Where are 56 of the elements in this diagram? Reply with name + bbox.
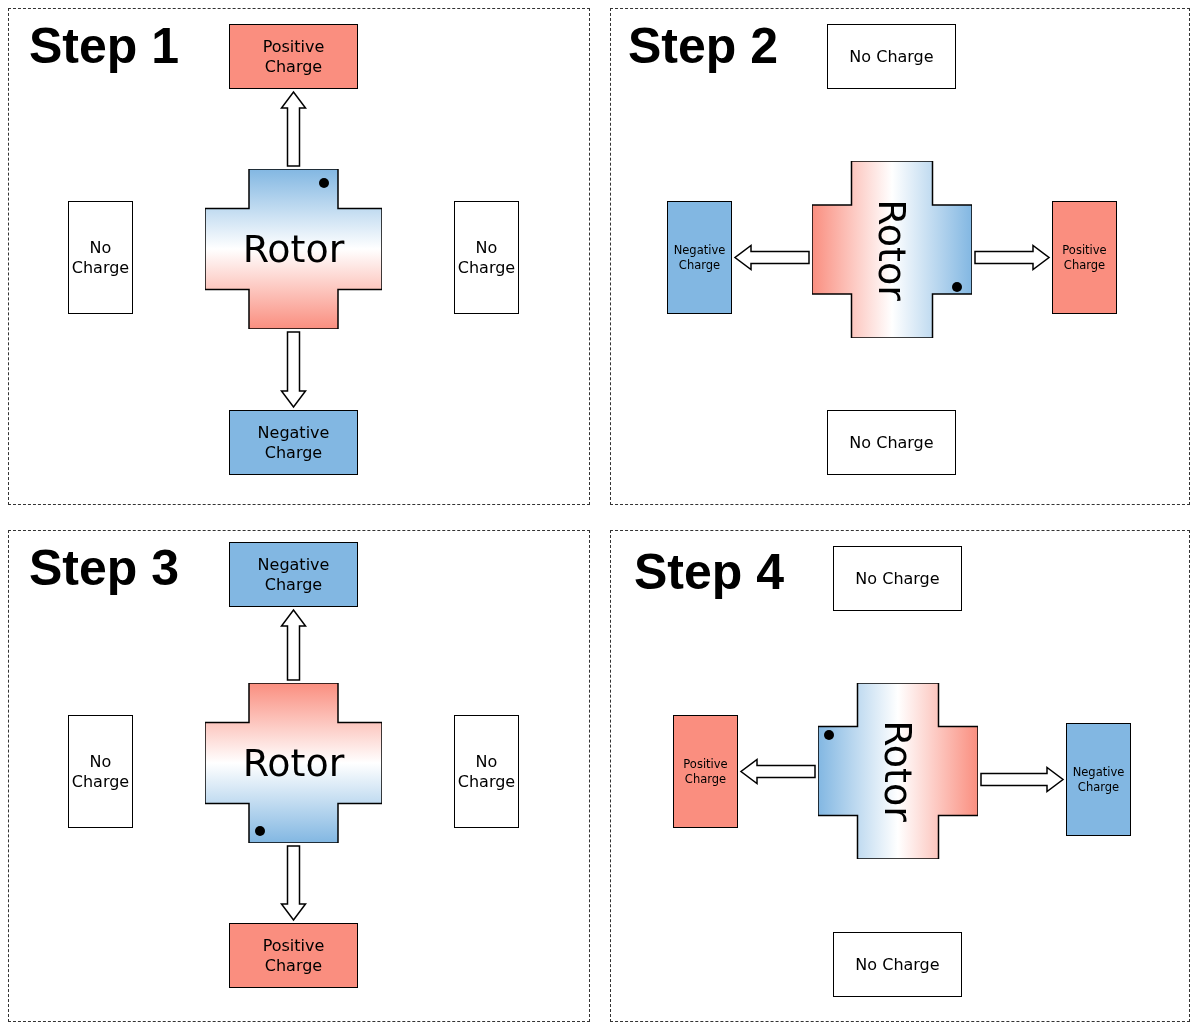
charge-plate (229, 923, 358, 988)
charge-plate (1052, 201, 1117, 314)
plate-label: No Charge (70, 237, 131, 278)
charge-plate (229, 410, 358, 475)
block-arrow (980, 766, 1065, 793)
step-heading: Step 2 (628, 21, 779, 71)
plate-label: Negative Charge (672, 243, 727, 272)
charge-plate (833, 546, 962, 611)
plate-label: Positive Charge (1061, 243, 1108, 272)
rotor-label: Rotor (873, 198, 911, 301)
plate-label: Negative Charge (1071, 765, 1126, 794)
block-arrow (974, 244, 1051, 271)
block-arrow (280, 608, 307, 681)
plate-label: No Charge (854, 568, 941, 589)
charge-plate (229, 542, 358, 607)
rotor (205, 169, 382, 329)
step-heading: Step 3 (29, 543, 180, 593)
plate-label: No Charge (456, 751, 517, 792)
charge-plate (667, 201, 732, 314)
step-panel (8, 8, 590, 505)
charge-plate (68, 715, 133, 828)
plate-label: Positive Charge (261, 36, 326, 77)
step-heading: Step 4 (634, 547, 785, 597)
plate-label: No Charge (848, 46, 935, 67)
step-panel (610, 530, 1190, 1022)
plate-label: Negative Charge (256, 422, 331, 463)
plate-label: Positive Charge (261, 935, 326, 976)
charge-plate (827, 24, 956, 89)
plate-label: No Charge (854, 954, 941, 975)
rotor (205, 683, 382, 843)
rotor (812, 161, 972, 338)
charge-plate (673, 715, 738, 828)
step-panel (610, 8, 1190, 505)
plate-label: Negative Charge (256, 554, 331, 595)
charge-plate (827, 410, 956, 475)
step-panel (8, 530, 590, 1022)
block-arrow (280, 90, 307, 167)
charge-plate (1066, 723, 1131, 836)
block-arrow (280, 331, 307, 409)
rotor-label: Rotor (879, 720, 917, 822)
plate-label: No Charge (456, 237, 517, 278)
plate-label: No Charge (848, 432, 935, 453)
charge-plate (833, 932, 962, 997)
plate-label: No Charge (70, 751, 131, 792)
charge-plate (68, 201, 133, 314)
rotor-label: Rotor (242, 744, 345, 782)
step-heading: Step 1 (29, 21, 180, 71)
plate-label: Positive Charge (682, 757, 729, 786)
charge-plate (454, 201, 519, 314)
rotor (818, 683, 978, 859)
block-arrow (733, 244, 810, 271)
block-arrow (739, 758, 816, 785)
block-arrow (280, 845, 307, 922)
charge-plate (454, 715, 519, 828)
rotor-label: Rotor (242, 230, 345, 268)
charge-plate (229, 24, 358, 89)
